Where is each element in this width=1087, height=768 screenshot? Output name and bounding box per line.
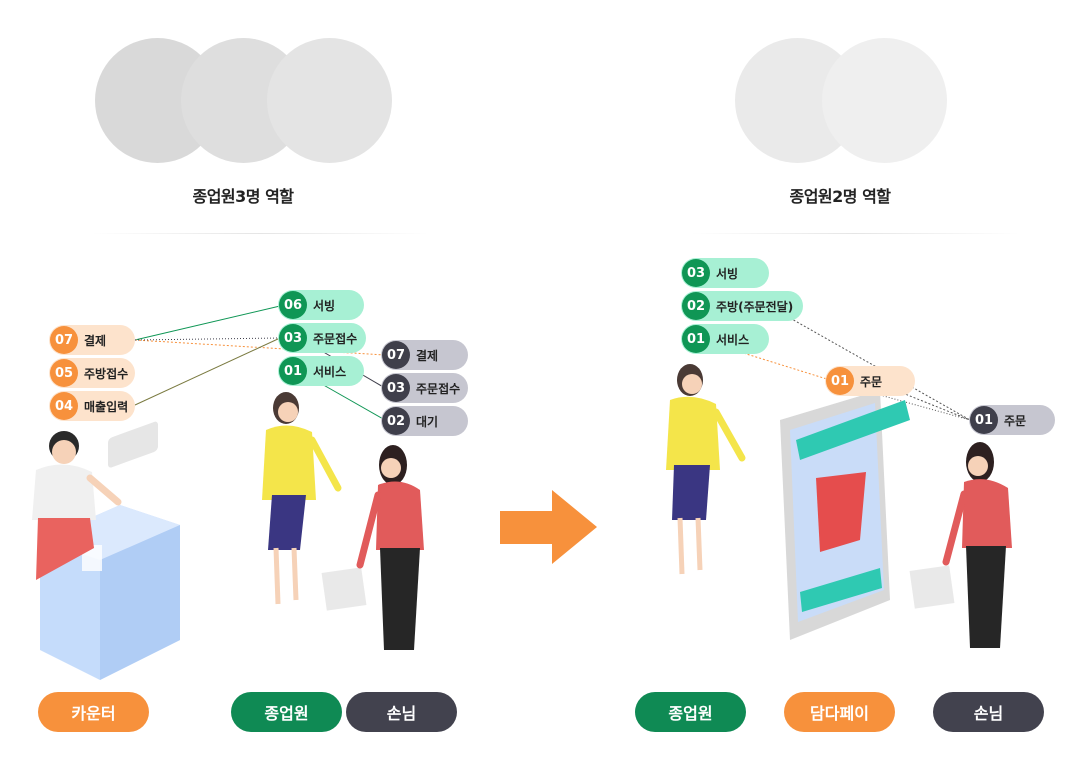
customer-pill-right: 손님 — [933, 692, 1044, 732]
staff-avatar-b — [822, 38, 947, 163]
left-divider — [90, 233, 430, 234]
counter-pill: 카운터 — [38, 692, 149, 732]
left-title: 종업원3명 역할 — [192, 187, 294, 206]
customer-pill: 손님 — [346, 692, 457, 732]
customer-illustration-right — [909, 442, 1012, 648]
customer-illustration-left — [321, 445, 424, 650]
staff-pill: 종업원 — [231, 692, 342, 732]
counter-illustration — [32, 421, 180, 680]
arrow-right-icon — [500, 490, 597, 564]
staff-pill-right: 종업원 — [635, 692, 746, 732]
staff-illustration-right — [666, 364, 746, 575]
app-pill: 담다페이 — [784, 692, 895, 732]
shopping-basket-icon — [816, 472, 866, 552]
right-connector-lines — [739, 317, 971, 421]
right-divider — [690, 233, 1020, 234]
tablet-illustration — [780, 390, 910, 640]
staff-avatar-3 — [267, 38, 392, 163]
staff-illustration-left — [262, 392, 342, 605]
right-title: 종업원2명 역할 — [789, 187, 891, 206]
